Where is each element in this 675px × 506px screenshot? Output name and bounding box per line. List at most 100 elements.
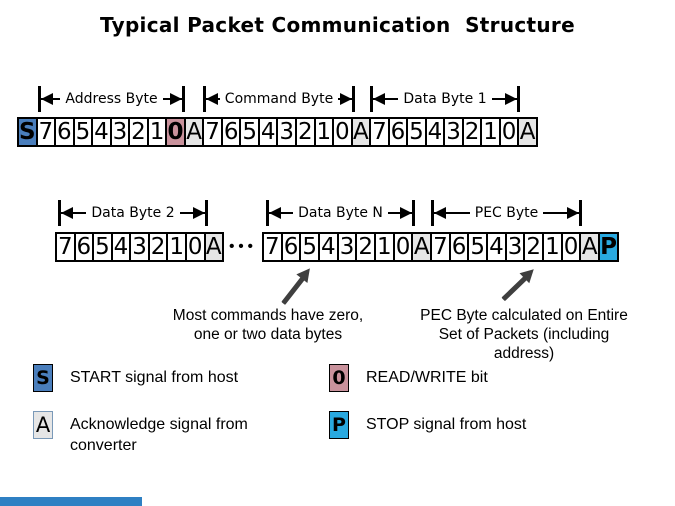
packet-cell-s: S bbox=[17, 117, 38, 147]
ellipsis-dots: ••• bbox=[229, 238, 257, 255]
packet-cell-4: 4 bbox=[486, 232, 507, 262]
packet-cell-5: 5 bbox=[467, 232, 489, 262]
arrow-left-icon bbox=[41, 97, 61, 101]
packet-cell-3: 3 bbox=[336, 232, 358, 262]
packet-cell-2: 2 bbox=[128, 117, 149, 147]
arrow-right-icon bbox=[162, 97, 183, 101]
packet-cell-0: 0 bbox=[560, 232, 582, 262]
arrow-right-icon bbox=[491, 97, 518, 101]
packet-cell-4: 4 bbox=[91, 117, 112, 147]
packet-cell-6: 6 bbox=[387, 117, 409, 147]
dim-tick bbox=[58, 200, 61, 226]
packet-cell-6: 6 bbox=[448, 232, 470, 262]
arrow-right-icon bbox=[543, 211, 580, 215]
packet-cell-4: 4 bbox=[318, 232, 339, 262]
page-title: Typical Packet Communication Structure bbox=[100, 13, 575, 37]
packet-cell-a: A bbox=[411, 232, 433, 262]
arrow-left-icon bbox=[269, 211, 294, 215]
dim-tick bbox=[203, 86, 206, 112]
pointer-arrow-icon bbox=[501, 275, 528, 301]
dim-tick bbox=[266, 200, 269, 226]
packet-cell-3: 3 bbox=[504, 232, 526, 262]
packet-cell-5: 5 bbox=[239, 117, 260, 147]
packet-cell-3: 3 bbox=[276, 117, 298, 147]
packet-cell-2: 2 bbox=[147, 232, 169, 262]
packet-cell-3: 3 bbox=[443, 117, 464, 147]
arrow-left-icon bbox=[61, 211, 87, 215]
packet-cell-7: 7 bbox=[430, 232, 451, 262]
arrow-right-icon bbox=[179, 211, 206, 215]
packet-cell-6: 6 bbox=[220, 117, 242, 147]
dim-label-pec-byte: PEC Byte bbox=[474, 205, 539, 221]
packet-cell-0: 0 bbox=[392, 232, 414, 262]
dim-data-byte-n: Data Byte N bbox=[266, 200, 416, 226]
arrow-right-icon bbox=[338, 97, 352, 101]
packet-cell-3: 3 bbox=[129, 232, 150, 262]
legend-item-stop: P STOP signal from host bbox=[329, 411, 526, 439]
packet-cell-1: 1 bbox=[480, 117, 501, 147]
packet-cell-a: A bbox=[517, 117, 538, 147]
packet-cell-2: 2 bbox=[461, 117, 483, 147]
packet-cell-1: 1 bbox=[374, 232, 395, 262]
dim-tick bbox=[579, 200, 583, 226]
arrow-right-icon bbox=[387, 211, 413, 215]
packet-cell-1: 1 bbox=[313, 117, 335, 147]
packet-cell-a: A bbox=[183, 117, 205, 147]
dim-tick bbox=[517, 86, 521, 112]
packet-cell-6: 6 bbox=[54, 117, 75, 147]
packet-cell-1: 1 bbox=[146, 117, 168, 147]
packet-cell-1: 1 bbox=[542, 232, 563, 262]
legend-item-ack: A Acknowledge signal from converter bbox=[33, 411, 248, 457]
readwrite-symbol-box: 0 bbox=[329, 364, 349, 392]
packet-cell-7: 7 bbox=[262, 232, 283, 262]
dim-address-byte: Address Byte bbox=[38, 86, 186, 112]
legend-text-stop: STOP signal from host bbox=[366, 416, 527, 433]
packet-cell-5: 5 bbox=[299, 232, 321, 262]
start-symbol-box: S bbox=[33, 364, 53, 392]
dim-label-data-byte-1: Data Byte 1 bbox=[403, 91, 487, 107]
note-pec: PEC Byte calculated on Entire Set of Pac… bbox=[420, 307, 628, 362]
dim-data-byte-1: Data Byte 1 bbox=[370, 86, 521, 112]
packet-cell-1: 1 bbox=[166, 232, 187, 262]
packet-cell-6: 6 bbox=[280, 232, 302, 262]
arrow-left-icon bbox=[373, 97, 399, 101]
packet-cell-a: A bbox=[579, 232, 601, 262]
dim-tick bbox=[205, 200, 209, 226]
packet-cell-a: A bbox=[350, 117, 372, 147]
dim-tick bbox=[352, 86, 355, 112]
packet-cell-4: 4 bbox=[424, 117, 446, 147]
packet-cell-7: 7 bbox=[35, 117, 57, 147]
packet-cell-7: 7 bbox=[55, 232, 76, 262]
packet-cell-4: 4 bbox=[257, 117, 279, 147]
legend-text-start: START signal from host bbox=[70, 369, 239, 386]
legend-text-readwrite: READ/WRITE bit bbox=[366, 369, 488, 386]
dim-tick bbox=[182, 86, 186, 112]
dim-tick bbox=[431, 200, 434, 226]
packet-cell-5: 5 bbox=[92, 232, 113, 262]
dim-tick bbox=[370, 86, 373, 112]
dim-label-command-byte: Command Byte bbox=[224, 91, 334, 107]
packet-cell-5: 5 bbox=[72, 117, 94, 147]
footer-accent-bar bbox=[0, 497, 142, 506]
pointer-arrow-icon bbox=[281, 275, 306, 305]
packet-cell-2: 2 bbox=[355, 232, 377, 262]
packet-cell-7: 7 bbox=[369, 117, 390, 147]
dim-command-byte: Command Byte bbox=[203, 86, 355, 112]
packet-cell-0: 0 bbox=[184, 232, 206, 262]
dim-pec-byte: PEC Byte bbox=[431, 200, 583, 226]
dim-tick bbox=[38, 86, 41, 112]
dim-tick bbox=[412, 200, 416, 226]
arrow-left-icon bbox=[206, 97, 220, 101]
packet-cell-5: 5 bbox=[406, 117, 427, 147]
dim-label-address-byte: Address Byte bbox=[65, 91, 158, 107]
packet-cell-7: 7 bbox=[202, 117, 223, 147]
packet-cell-3: 3 bbox=[109, 117, 131, 147]
packet-cell-4: 4 bbox=[110, 232, 132, 262]
packet-cell-p: P bbox=[598, 232, 619, 262]
dim-data-byte-2: Data Byte 2 bbox=[58, 200, 209, 226]
packet-cell-2: 2 bbox=[295, 117, 316, 147]
packet-cell-6: 6 bbox=[73, 232, 95, 262]
